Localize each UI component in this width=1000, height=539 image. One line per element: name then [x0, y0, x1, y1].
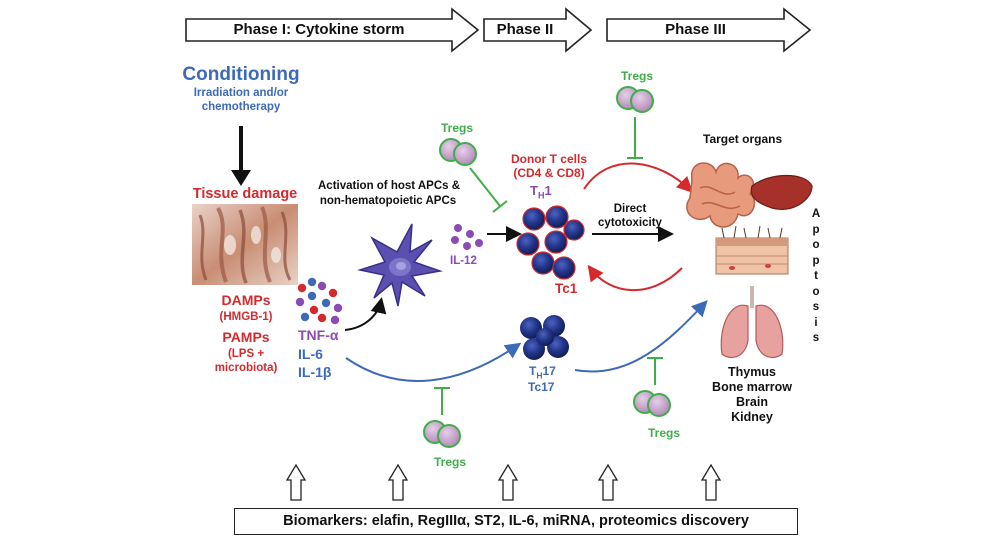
damps-sub: (HMGB-1) [219, 311, 273, 323]
biomarkers-box: Biomarkers: elafin, RegIIIα, ST2, IL-6, … [234, 508, 798, 535]
phase1-arrow [185, 7, 480, 53]
intestine-image [686, 162, 756, 228]
phase3-arrow [606, 7, 812, 53]
dendritic-cell-image [357, 223, 443, 307]
skin-image [715, 225, 789, 275]
th1-label: TH1 [530, 183, 552, 201]
direct-cytotoxicity-line2: cytotoxicity [598, 217, 662, 229]
lungs-image [720, 286, 784, 359]
il1b-label: IL-1β [298, 364, 332, 380]
tissue-damage-label: Tissue damage [192, 186, 298, 202]
tc17-label: Tc17 [528, 380, 555, 394]
donor-t-cells-line2: (CD4 & CD8) [513, 166, 585, 180]
direct-cytotoxicity-line1: Direct [613, 203, 647, 215]
apc-activation-line1: Activation of host APCs & [318, 180, 461, 192]
phase1-label: Phase I: Cytokine storm [233, 21, 405, 38]
liver-image [750, 175, 813, 210]
donor-t-cells-line1: Donor T cells [510, 152, 587, 166]
biomarker-up-arrows [285, 463, 722, 501]
conditioning-title: Conditioning [182, 64, 300, 85]
conditioning-subtitle-2: chemotherapy [201, 101, 281, 113]
treg-cells-upper-left [439, 138, 477, 166]
tregs-label-top: Tregs [621, 69, 654, 83]
treg-cells-bottom-right [633, 390, 671, 417]
pamps-sub-1: (LPS + [227, 348, 265, 360]
il6-label: IL-6 [298, 346, 323, 362]
tnf-alpha-label: TNF-α [298, 327, 339, 343]
tissue-damage-image [192, 204, 298, 285]
organ-kidney: Kidney [731, 410, 773, 424]
tregs-label-bottom-left: Tregs [434, 455, 467, 469]
phase3-label: Phase III [665, 21, 726, 38]
conditioning-subtitle-1: Irradiation and/or [193, 87, 289, 99]
phase2-label: Phase II [496, 21, 554, 38]
treg-cells-top [616, 86, 654, 113]
pamps-label: PAMPs [222, 329, 270, 345]
il12-label: IL-12 [450, 255, 477, 267]
th17-label: TH17 [529, 364, 556, 381]
organ-thymus: Thymus [728, 365, 776, 379]
treg-cells-bottom-left [423, 420, 461, 448]
th1-tc1-cell-cluster [516, 205, 585, 280]
apoptosis-vertical-label: A p o p t o s i s [811, 208, 821, 344]
cytokine-dots-cluster [295, 277, 343, 325]
phase2-arrow [483, 7, 593, 53]
apc-activation-line2: non-hematopoietic APCs [319, 195, 457, 207]
target-organs-label: Target organs [703, 132, 783, 146]
conditioning-down-arrow [231, 170, 251, 186]
tregs-label-bottom-right: Tregs [648, 426, 681, 440]
il12-dots [451, 224, 483, 250]
organ-brain: Brain [736, 395, 768, 409]
pamps-sub-2: microbiota) [214, 362, 278, 374]
th17-tc17-cell-cluster [520, 315, 569, 360]
organ-bone-marrow: Bone marrow [712, 380, 792, 394]
tregs-label-upper-left: Tregs [441, 121, 474, 135]
tc1-label: Tc1 [555, 281, 578, 296]
damps-label: DAMPs [221, 292, 271, 308]
